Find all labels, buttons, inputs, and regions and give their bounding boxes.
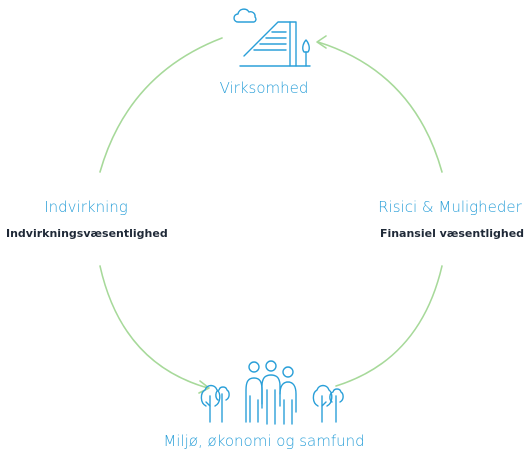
arc-upper-right [317, 41, 443, 173]
node-label-bottom: Miljø, økonomi og samfund [163, 432, 365, 450]
office-building-icon [233, 8, 311, 67]
arc-lower-right [335, 265, 443, 387]
node-label-top: Virksomhed [219, 79, 309, 97]
arrowhead-upper-right [316, 35, 327, 49]
node-sublabel-left: Indvirkningsvæsentlighed [6, 227, 168, 240]
arc-lower-left [99, 265, 209, 389]
arrowhead-lower-left [198, 380, 210, 394]
node-label-left: Indvirkning [44, 198, 128, 216]
arc-upper-left [99, 37, 223, 173]
people-and-trees-icon [200, 360, 344, 425]
node-label-right: Risici & Muligheder [378, 198, 522, 216]
node-sublabel-right: Finansiel væsentlighed [379, 227, 525, 240]
